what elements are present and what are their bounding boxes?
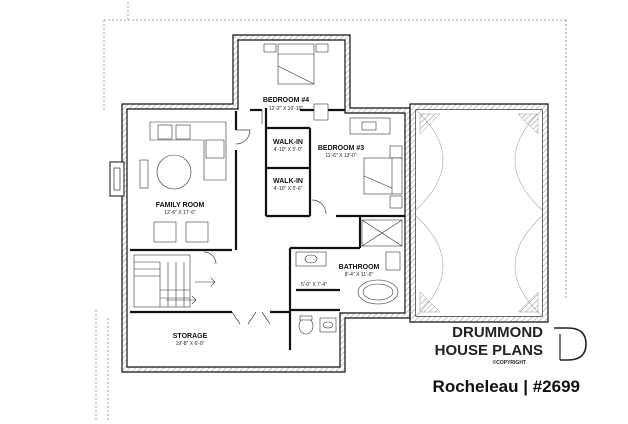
bathroom-fixtures bbox=[295, 219, 403, 335]
family-dims: 12'-6" X 17'-6" bbox=[164, 210, 196, 216]
walkin1-name: WALK-IN bbox=[273, 139, 303, 146]
room-labels: BEDROOM #4 12'-2" X 10'-10" WALK-IN 4'-1… bbox=[156, 97, 380, 347]
bedroom4-dims: 12'-2" X 10'-10" bbox=[269, 106, 304, 112]
walkin2-dims: 4'-10" X 5'-6" bbox=[274, 186, 303, 192]
storage-name: STORAGE bbox=[173, 333, 208, 340]
plan-name: Rocheleau | #2699 bbox=[433, 377, 580, 396]
brand-copyright: ©COPYRIGHT bbox=[493, 359, 526, 366]
bedroom3-furniture bbox=[349, 117, 403, 209]
brand-line1: DRUMMOND bbox=[452, 324, 543, 341]
interior-walls bbox=[130, 108, 405, 350]
brand-mark-icon bbox=[554, 327, 587, 361]
brand-logo: DRUMMOND HOUSE PLANS ©COPYRIGHT bbox=[435, 324, 587, 366]
bedroom4-name: BEDROOM #4 bbox=[263, 97, 309, 104]
family-furniture bbox=[139, 121, 227, 243]
walkin2-name: WALK-IN bbox=[273, 178, 303, 185]
bedroom3-name: BEDROOM #3 bbox=[318, 145, 364, 152]
garage-structure bbox=[409, 103, 549, 323]
family-name: FAMILY ROOM bbox=[156, 202, 205, 209]
bathroom-dims: 8'-4" X 11'-0" bbox=[345, 272, 374, 278]
bedroom4-furniture bbox=[263, 43, 329, 121]
walkin1-dims: 4'-10" X 5'-0" bbox=[274, 147, 303, 153]
bathroom-name: BATHROOM bbox=[339, 264, 380, 271]
storage-dims: 19'-8" X 6'-0" bbox=[176, 341, 205, 347]
exterior-wall bbox=[121, 34, 411, 373]
fireplace bbox=[109, 161, 125, 197]
brand-line2: HOUSE PLANS bbox=[435, 342, 543, 359]
closet-dims: 5'-0" X 7'-4" bbox=[301, 282, 327, 288]
stairs bbox=[133, 254, 216, 308]
bedroom3-dims: 11'-6" X 13'-0" bbox=[325, 153, 356, 159]
porch-outline bbox=[95, 2, 567, 420]
